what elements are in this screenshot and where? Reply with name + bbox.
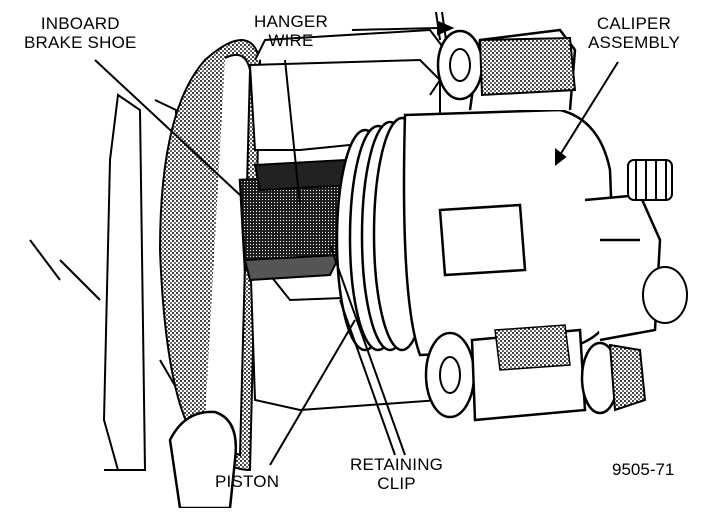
leader-retaining-clip-a <box>329 244 406 456</box>
leader-hanger-wire-top <box>351 27 439 31</box>
label-caliper-line1: CALIPER <box>596 14 672 33</box>
bleeder-fitting <box>627 159 688 324</box>
label-hanger-line2: WIRE <box>268 31 314 50</box>
label-inboard-line2: BRAKE SHOE <box>24 33 137 52</box>
caliper-body <box>402 28 662 357</box>
label-caliper-line2: ASSEMBLY <box>588 33 680 52</box>
inboard-brake-shoe <box>238 158 357 282</box>
label-retaining-line2: CLIP <box>377 474 416 493</box>
leader-hanger-wire <box>284 59 301 206</box>
leader-piston <box>269 319 356 466</box>
label-caliper-assembly: CALIPER ASSEMBLY <box>588 14 680 52</box>
lower-guide-pin <box>424 324 647 422</box>
brake-rotor <box>158 39 262 472</box>
label-hanger-line1: HANGER <box>254 12 328 31</box>
arrowhead-caliper <box>555 147 567 167</box>
hand <box>168 410 238 510</box>
label-retaining-clip: RETAINING CLIP <box>350 455 443 493</box>
label-piston: PISTON <box>215 472 280 491</box>
upper-guide-pin <box>436 29 577 101</box>
leader-lines <box>94 20 619 466</box>
label-retaining-line1: RETAINING <box>350 455 444 474</box>
label-inboard-line1: INBOARD <box>40 14 120 33</box>
label-hanger-wire: HANGER WIRE <box>254 12 328 50</box>
arrowhead-hanger-wire <box>437 20 455 36</box>
figure-number: 9505-71 <box>612 460 675 479</box>
label-inboard-brake-shoe: INBOARD BRAKE SHOE <box>24 14 137 52</box>
leader-inboard-brake-shoe <box>94 59 241 196</box>
leader-retaining-clip-b <box>339 299 396 456</box>
leader-caliper-assembly <box>559 61 619 156</box>
